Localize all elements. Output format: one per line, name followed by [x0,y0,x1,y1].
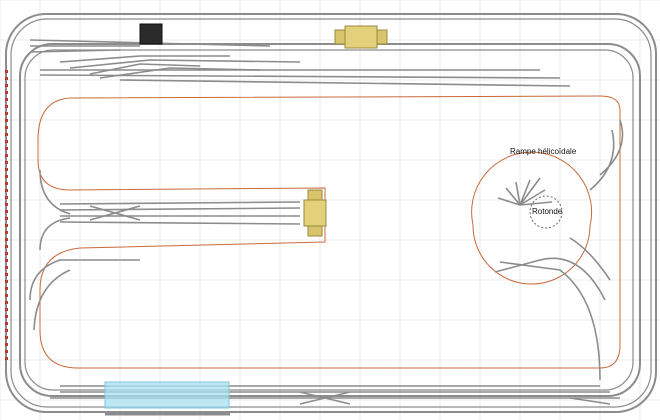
rail-marker [5,210,8,213]
rail-marker [5,203,8,206]
rail-marker [5,119,8,122]
rail-marker [5,84,8,87]
rail-marker [5,105,8,108]
rail-marker [5,154,8,157]
rail-marker [5,70,8,73]
rail-marker [5,294,8,297]
left-curve-tracks [29,259,140,331]
turntable-label: Rotonde [532,207,563,216]
rail-marker [5,245,8,248]
rail-marker [5,112,8,115]
rail-marker [5,315,8,318]
turntable-icon [529,195,563,229]
rail-marker [5,224,8,227]
rail-markers [5,70,8,360]
rail-marker [5,238,8,241]
rail-marker [5,343,8,346]
rail-marker [5,168,8,171]
rail-marker [5,147,8,150]
rail-marker [5,175,8,178]
building-dark-icon [139,23,163,45]
rail-marker [5,231,8,234]
rail-marker [5,126,8,129]
rail-marker [5,259,8,262]
rail-marker [5,182,8,185]
rail-marker [5,273,8,276]
rail-marker [5,98,8,101]
station-platform-icon [104,381,230,409]
rail-marker [5,308,8,311]
rail-marker [5,336,8,339]
rail-marker [5,266,8,269]
rail-marker [5,301,8,304]
rail-marker [5,161,8,164]
rail-marker [5,77,8,80]
helix-label: Rampe hélicoïdale [510,147,577,156]
helix-tracks [494,119,624,381]
rail-marker [5,329,8,332]
middle-yard-tracks [39,169,301,251]
top-yard-tracks [29,39,571,87]
rail-marker [5,280,8,283]
rail-marker [5,189,8,192]
rail-marker [5,91,8,94]
rail-marker [5,252,8,255]
rail-marker [5,322,8,325]
rail-marker [5,140,8,143]
rail-marker [5,287,8,290]
ramp-path [37,95,621,369]
building-yellow-icon [334,25,388,49]
building-vertical-icon [303,189,327,237]
rail-marker [5,217,8,220]
rail-marker [5,350,8,353]
rail-marker [5,357,8,360]
rail-marker [5,196,8,199]
rail-marker [5,133,8,136]
